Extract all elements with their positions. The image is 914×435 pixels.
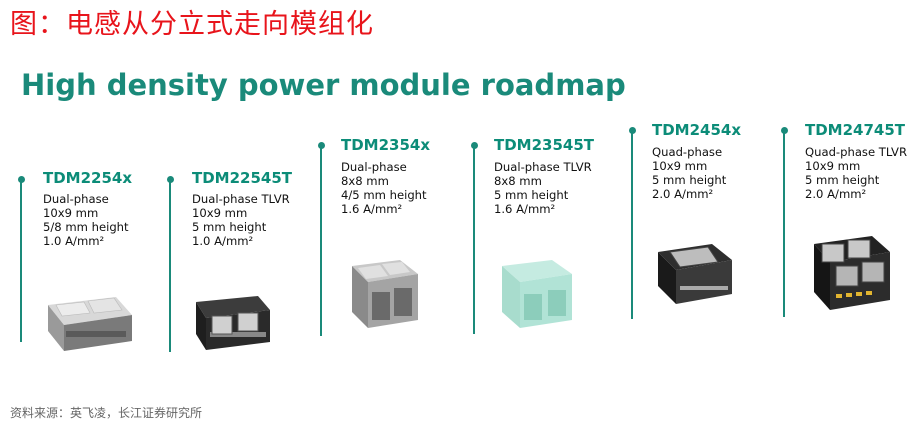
timeline-line xyxy=(169,180,171,352)
timeline-dot xyxy=(781,127,788,134)
timeline-dot xyxy=(18,176,25,183)
product-specs: Dual-phase 8x8 mm 4/5 mm height 1.6 A/mm… xyxy=(341,160,427,216)
spec-density: 1.6 A/mm² xyxy=(494,202,556,216)
source-note: 资料来源：英飞凌，长江证券研究所 xyxy=(10,406,203,420)
spec-density: 2.0 A/mm² xyxy=(652,187,714,201)
product-specs: Quad-phase TLVR 10x9 mm 5 mm height 2.0 … xyxy=(805,145,907,201)
product-name: TDM24745T xyxy=(805,121,906,139)
product-name: TDM2354x xyxy=(341,136,431,154)
spec-size: 10x9 mm xyxy=(652,159,708,173)
product-specs: Quad-phase 10x9 mm 5 mm height 2.0 A/mm² xyxy=(652,145,726,201)
product-name: TDM23545T xyxy=(494,136,595,154)
spec-size: 10x9 mm xyxy=(805,159,861,173)
spec-density: 1.6 A/mm² xyxy=(341,202,403,216)
spec-phase: Dual-phase xyxy=(341,160,407,174)
module-image xyxy=(48,297,132,351)
timeline-line xyxy=(473,146,475,334)
product-name: TDM2454x xyxy=(652,121,742,139)
spec-height: 5 mm height xyxy=(652,173,727,187)
product-specs: Dual-phase 10x9 mm 5/8 mm height 1.0 A/m… xyxy=(43,192,129,248)
spec-phase: Dual-phase TLVR xyxy=(192,192,290,206)
spec-phase: Dual-phase TLVR xyxy=(494,160,592,174)
spec-height: 4/5 mm height xyxy=(341,188,427,202)
spec-size: 10x9 mm xyxy=(192,206,248,220)
timeline-line xyxy=(631,131,633,319)
spec-height: 5 mm height xyxy=(805,173,880,187)
timeline-line xyxy=(320,146,322,336)
spec-size: 8x8 mm xyxy=(494,174,542,188)
timeline-dot xyxy=(167,176,174,183)
module-image xyxy=(352,260,418,328)
module-image xyxy=(814,236,890,310)
product-name: TDM22545T xyxy=(192,169,293,187)
spec-phase: Quad-phase xyxy=(652,145,723,159)
product-name: TDM2254x xyxy=(43,169,133,187)
module-image xyxy=(196,296,270,350)
spec-size: 10x9 mm xyxy=(43,206,99,220)
spec-height: 5 mm height xyxy=(192,220,267,234)
timeline-dot xyxy=(318,142,325,149)
spec-density: 2.0 A/mm² xyxy=(805,187,867,201)
product-specs: Dual-phase TLVR 8x8 mm 5 mm height 1.6 A… xyxy=(494,160,592,216)
timeline-dot xyxy=(471,142,478,149)
figure-title: 图：电感从分立式走向模组化 xyxy=(10,9,374,40)
spec-density: 1.0 A/mm² xyxy=(192,234,254,248)
module-image xyxy=(502,260,572,328)
product-specs: Dual-phase TLVR 10x9 mm 5 mm height 1.0 … xyxy=(192,192,290,248)
slide-title: High density power module roadmap xyxy=(21,68,626,102)
spec-height: 5/8 mm height xyxy=(43,220,129,234)
spec-density: 1.0 A/mm² xyxy=(43,234,105,248)
spec-phase: Quad-phase TLVR xyxy=(805,145,908,159)
timeline-dot xyxy=(629,127,636,134)
module-image xyxy=(658,244,732,304)
timeline-line xyxy=(20,180,22,342)
spec-height: 5 mm height xyxy=(494,188,569,202)
spec-size: 8x8 mm xyxy=(341,174,389,188)
spec-phase: Dual-phase xyxy=(43,192,109,206)
timeline-line xyxy=(783,131,785,317)
